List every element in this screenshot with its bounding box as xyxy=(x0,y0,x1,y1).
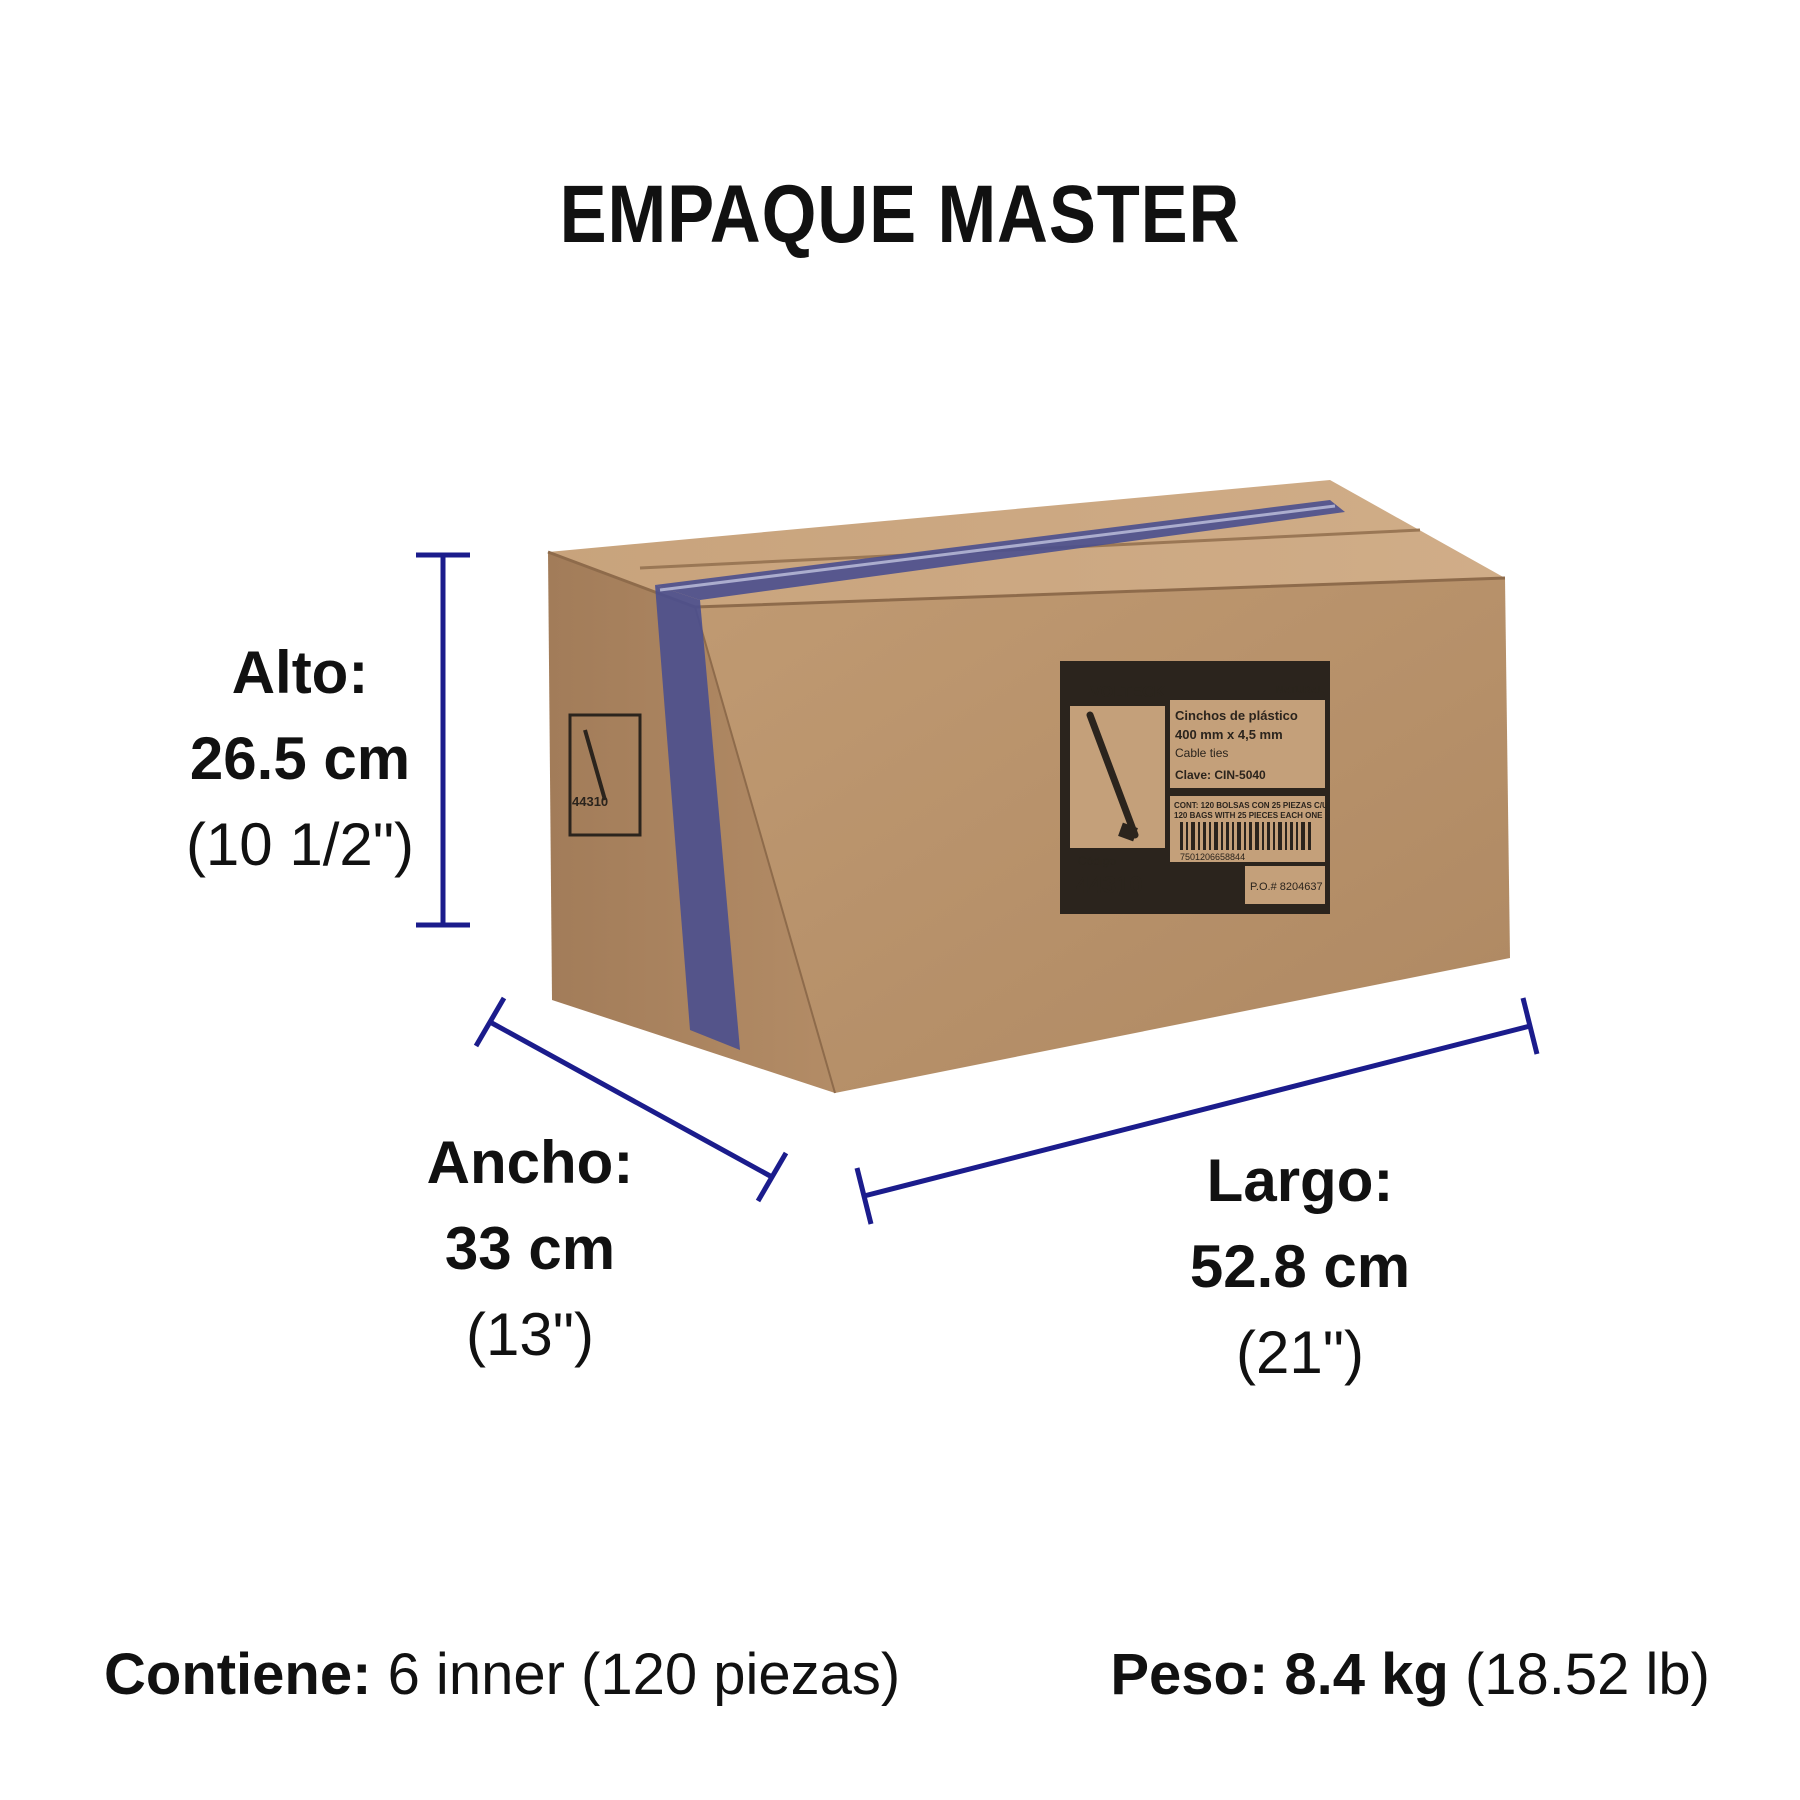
product-size-text: 400 mm x 4,5 mm xyxy=(1175,727,1283,742)
barcode-number-text: 7501206658844 xyxy=(1180,852,1245,862)
ancho-dimension-line xyxy=(473,996,789,1203)
alto-metric: 26.5 cm xyxy=(189,725,411,792)
brand-logo-text: VOLTECK xyxy=(1090,684,1166,701)
contents-es-text: CONT: 120 BOLSAS CON 25 PIEZAS C/U xyxy=(1174,801,1328,810)
product-english-text: Cable ties xyxy=(1175,746,1228,760)
largo-title: Largo: xyxy=(1206,1147,1394,1214)
contiene-value: 6 inner (120 piezas) xyxy=(387,1642,901,1707)
ancho-title: Ancho: xyxy=(426,1129,634,1196)
alto-title: Alto: xyxy=(231,639,369,706)
product-name-text: Cinchos de plástico xyxy=(1175,708,1298,723)
contiene-label: Contiene: xyxy=(104,1642,372,1707)
side-mini-label xyxy=(568,713,642,837)
codigo-text: 44310 xyxy=(1076,872,1143,899)
alto-dimension-line xyxy=(416,552,470,928)
ancho-metric: 33 cm xyxy=(444,1215,616,1282)
peso-info: Peso: 8.4 kg (18.52 lb) xyxy=(1110,1640,1710,1710)
largo-label: Largo: 52.8 cm (21") xyxy=(1150,1138,1450,1396)
ancho-imperial: (13") xyxy=(466,1301,594,1368)
codigo-label-text: Código xyxy=(1078,854,1116,868)
ancho-label: Ancho: 33 cm (13") xyxy=(380,1120,680,1378)
alto-label: Alto: 26.5 cm (10 1/2") xyxy=(150,630,450,888)
largo-dimension-line xyxy=(854,997,1540,1225)
side-label-code: 44310 xyxy=(572,794,608,809)
peso-imperial: (18.52 lb) xyxy=(1464,1642,1710,1707)
front-label: VOLTECK NATURAL Cinchos de plástico 400 … xyxy=(1060,661,1330,914)
barcode xyxy=(1180,822,1311,850)
alto-imperial: (10 1/2") xyxy=(185,811,415,878)
page-title: EMPAQUE MASTER xyxy=(559,169,1241,260)
peso-value: 8.4 kg xyxy=(1284,1642,1449,1707)
clave-text: Clave: CIN-5040 xyxy=(1175,768,1266,782)
variant-text: NATURAL xyxy=(1276,685,1324,696)
largo-metric: 52.8 cm xyxy=(1189,1233,1411,1300)
packing-tape-side xyxy=(655,585,740,1050)
po-text: P.O.# 8204637 xyxy=(1250,881,1323,893)
peso-label: Peso: xyxy=(1110,1642,1269,1707)
contents-en-text: 120 BAGS WITH 25 PIECES EACH ONE xyxy=(1174,811,1323,820)
largo-imperial: (21") xyxy=(1236,1319,1364,1386)
contiene-info: Contiene: 6 inner (120 piezas) xyxy=(104,1640,900,1710)
